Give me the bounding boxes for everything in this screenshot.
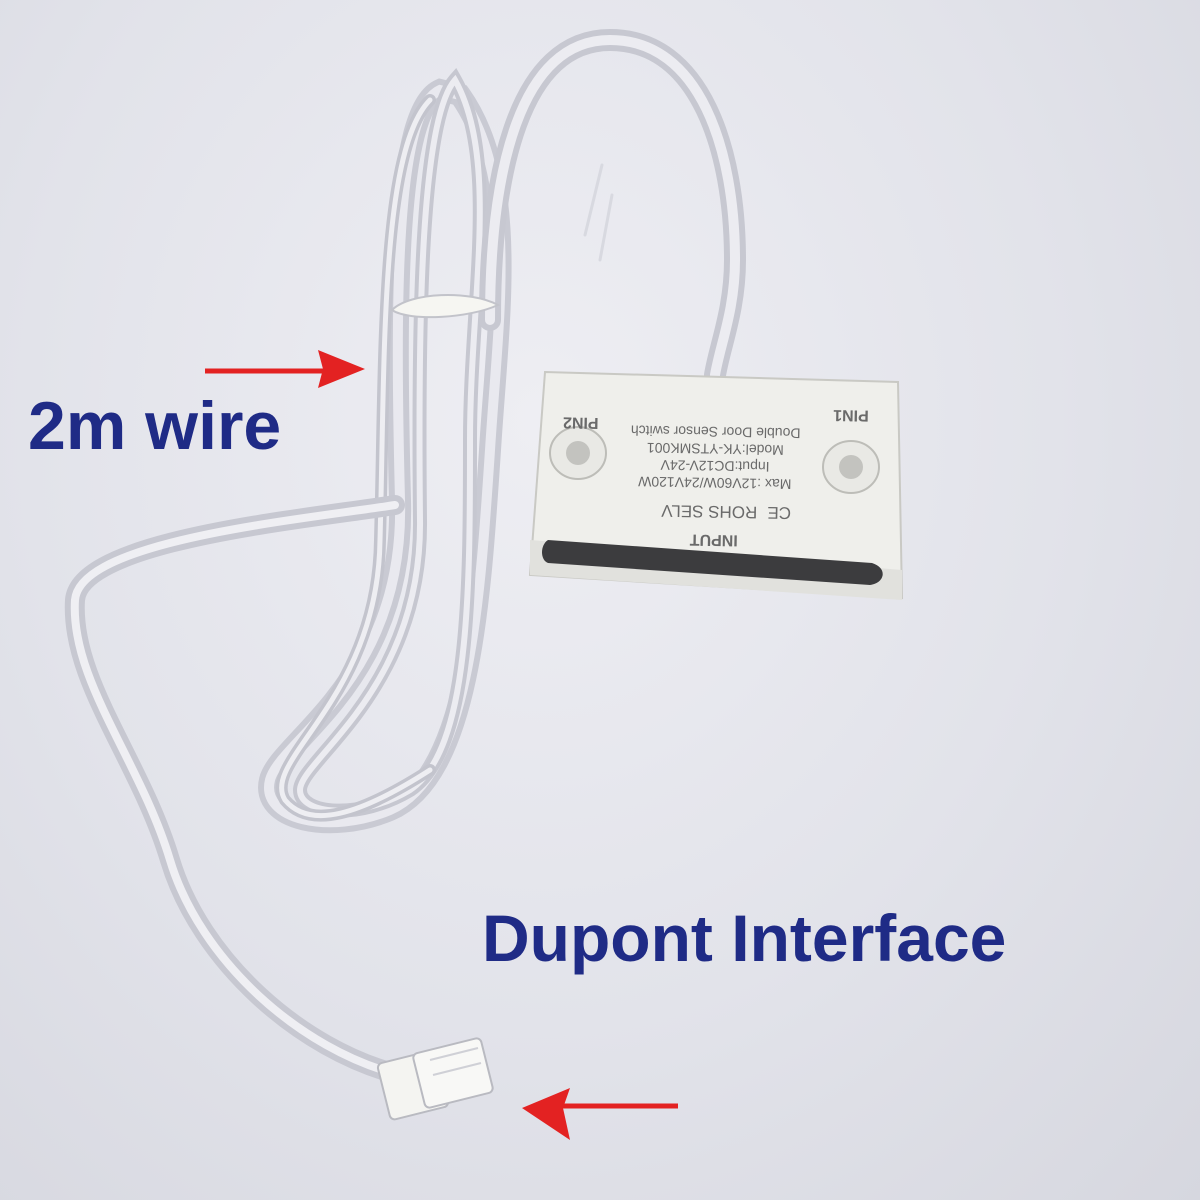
wire-arrow bbox=[205, 350, 365, 388]
sensor-lead-wire bbox=[479, 28, 747, 386]
door-sensor-body: INPUT ROHS SELV CE Max :12V60W/24V120W I… bbox=[528, 370, 904, 600]
model-number: Model:YK-YTSMK001 bbox=[647, 440, 784, 458]
product-name: Double Door Sensor switch bbox=[631, 423, 801, 442]
input-label: INPUT bbox=[689, 531, 738, 549]
cable-tie bbox=[390, 293, 501, 319]
sensor-window bbox=[542, 540, 883, 585]
connector-lead-wire bbox=[64, 495, 410, 1085]
coiled-wire bbox=[258, 67, 512, 834]
wire-length-callout: 2m wire bbox=[28, 388, 282, 464]
pin2-label: PIN2 bbox=[563, 413, 599, 431]
pin1-label: PIN1 bbox=[833, 406, 869, 424]
ce-mark: CE bbox=[767, 503, 791, 522]
input-voltage: Input:DC12V-24V bbox=[660, 457, 770, 475]
max-load: Max :12V60W/24V120W bbox=[637, 474, 791, 493]
cert-marks: ROHS SELV bbox=[660, 501, 757, 522]
connector-arrow bbox=[522, 1088, 678, 1140]
dupont-connector bbox=[376, 1037, 494, 1121]
dupont-interface-callout: Dupont Interface bbox=[482, 901, 1007, 975]
